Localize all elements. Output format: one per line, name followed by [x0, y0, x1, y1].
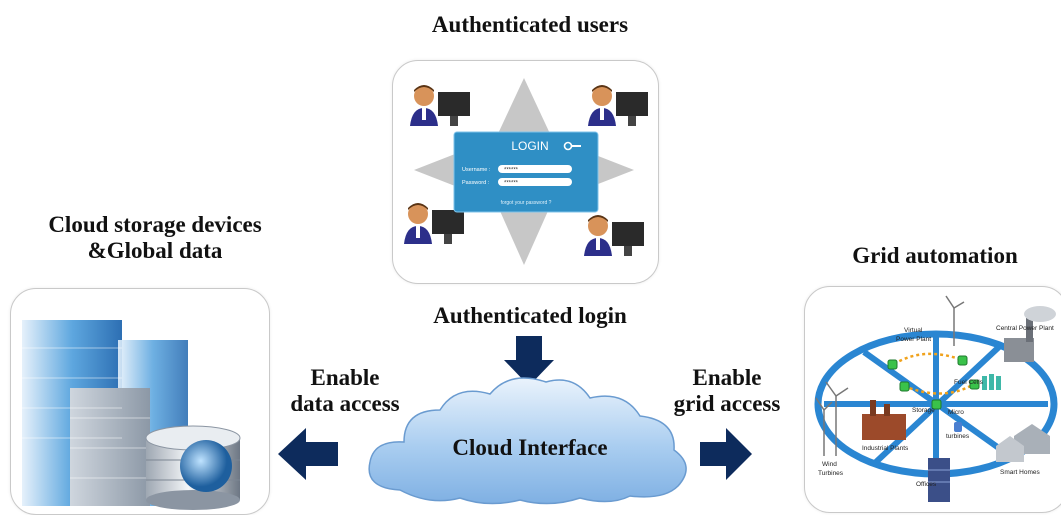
- grid-label-virtual: Virtual: [904, 327, 923, 334]
- grid-label-micro: Micro: [948, 409, 964, 416]
- password-value: ******: [504, 181, 519, 187]
- password-label: Password :: [462, 180, 490, 186]
- grid-label-central: Central Power Plant: [996, 325, 1054, 332]
- enable-data-access-label: Enable data access: [270, 365, 420, 418]
- user-icon: [584, 215, 644, 256]
- user-icon: [404, 203, 464, 244]
- virtual-plant-link: [903, 382, 975, 395]
- left-arrow: [278, 428, 338, 480]
- grid-label-smart-homes: Smart Homes: [1000, 469, 1040, 476]
- database-icon: [145, 425, 241, 510]
- cloud-storage-label: Cloud storage devices &Global data: [0, 212, 310, 265]
- key-icon: [563, 141, 581, 151]
- username-field: [498, 165, 572, 173]
- office-building-icon: [928, 458, 950, 502]
- enable-grid-line2: grid access: [673, 391, 781, 417]
- right-arrow: [700, 428, 752, 480]
- password-field: [498, 178, 572, 186]
- cloud-storage-label-line2: &Global data: [87, 238, 223, 264]
- cloud-shape: [368, 377, 687, 505]
- globe-icon: [180, 440, 232, 492]
- smart-grid-illustration: Virtual Power Plant Central Power Plant …: [814, 295, 1058, 502]
- central-power-plant-icon: [1004, 306, 1056, 362]
- grid-automation-label: Grid automation: [852, 243, 1018, 268]
- smart-homes-icon: [996, 424, 1050, 462]
- enable-grid-access-label: Enable grid access: [652, 365, 802, 418]
- grid-label-wind: Wind: [822, 461, 837, 468]
- grid-label-turbines: turbines: [946, 433, 970, 440]
- users-login-illustration: LOGIN Username : ****** Password : *****…: [404, 78, 648, 265]
- grid-label-fuel-cells: Fuel Cells: [954, 379, 984, 386]
- virtual-plant-link: [893, 352, 963, 366]
- grid-label-power-plant: Power Plant: [896, 336, 931, 343]
- user-icon: [410, 85, 470, 126]
- username-value: ******: [504, 168, 519, 174]
- enable-data-line1: Enable: [310, 365, 380, 390]
- building-front: [70, 388, 150, 506]
- cloud-interface-label: Cloud Interface: [452, 435, 608, 460]
- industrial-plant-icon: [862, 400, 906, 440]
- fuel-cells-icon: [982, 374, 1001, 390]
- grid-label-offices: Offices: [916, 481, 937, 488]
- enable-data-line2: data access: [290, 391, 400, 417]
- wind-turbine-icon: [815, 295, 965, 456]
- grid-label-industrial: Industrial Plants: [862, 445, 909, 452]
- username-label: Username :: [462, 167, 491, 173]
- user-icon: [588, 85, 648, 126]
- grid-label-wind-turbines: Turbines: [818, 470, 844, 477]
- enable-grid-line1: Enable: [692, 365, 762, 390]
- cloud-storage-label-line1: Cloud storage devices: [48, 212, 262, 237]
- authenticated-users-label: Authenticated users: [431, 12, 629, 37]
- authenticated-login-label: Authenticated login: [433, 303, 627, 328]
- forgot-password-link: forgot your password ?: [501, 200, 552, 206]
- micro-turbines-icon: [954, 422, 962, 432]
- buildings-database-illustration: [22, 320, 241, 510]
- grid-label-storage: Storage: [912, 407, 935, 414]
- down-arrow: [504, 336, 554, 386]
- login-title: LOGIN: [511, 139, 548, 153]
